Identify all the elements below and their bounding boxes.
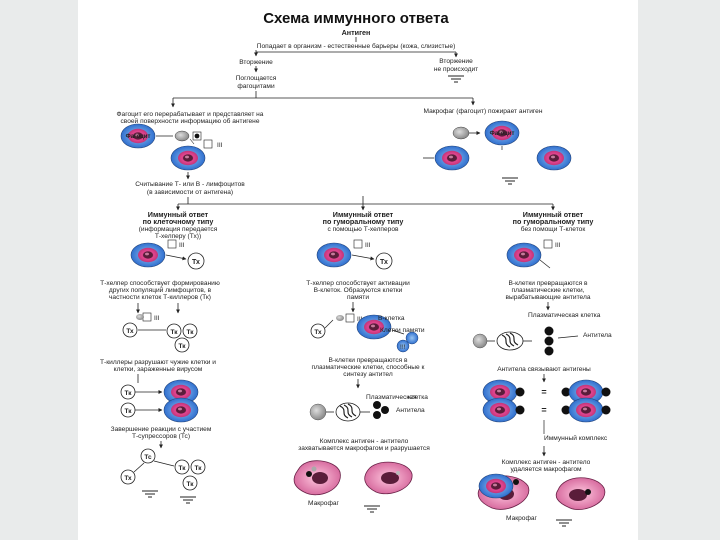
svg-text:=: = bbox=[541, 387, 546, 397]
c2-complex-2: захватывается макрофагом и разрушается bbox=[298, 445, 430, 452]
antibody-label: Антитела bbox=[396, 407, 425, 414]
col3-complex-row-1: = bbox=[482, 379, 611, 405]
tk-label-1: Тк bbox=[171, 329, 179, 336]
c2-text-3: памяти bbox=[347, 294, 369, 301]
branch2-line-3: с помощью Т-хелперов bbox=[327, 226, 399, 233]
svg-text:=: = bbox=[541, 405, 546, 415]
mhc-label-4: III bbox=[365, 242, 371, 249]
c3-complex-1: Комплекс антиген - антитело bbox=[502, 459, 591, 466]
c1-supp-2: Т-супрессоров (Тс) bbox=[132, 433, 190, 440]
tk-label-6: Тк bbox=[179, 465, 187, 472]
absorbed-text-2: фагоцитами bbox=[237, 83, 275, 90]
branch1-line-1: Иммунный ответ bbox=[148, 210, 209, 219]
c3-text-2: плазматические клетки, bbox=[512, 287, 585, 294]
c1-text-2: других популяций лимфоцитов, в bbox=[109, 286, 212, 294]
plasma-label-2: клетка bbox=[408, 394, 428, 401]
tk-label-7: Тк bbox=[195, 465, 203, 472]
recognition-text-1: Считывание Т- или В - лимфоцитов bbox=[135, 181, 245, 188]
invasion-text: Вторжение bbox=[239, 59, 273, 66]
c2-plasma-1: В-клетки превращаются в bbox=[328, 357, 408, 364]
branch2-line-1: Иммунный ответ bbox=[333, 210, 394, 219]
phagocyte-label-right: Фагоцит bbox=[490, 131, 515, 137]
tx-label-3: Тх bbox=[124, 475, 132, 482]
tk-label-3: Тк bbox=[179, 343, 187, 350]
bcell-label: В-клетка bbox=[378, 315, 405, 322]
memory-num: !!! bbox=[400, 344, 406, 351]
tk-label-4: Тк bbox=[125, 390, 133, 397]
memory-label: Клетки памяти bbox=[380, 327, 425, 334]
tx-label-5: Тх bbox=[314, 329, 322, 336]
absorbed-text-1: Поглощается bbox=[236, 75, 277, 82]
phagocyte-label-left: Фагоцит bbox=[126, 134, 151, 140]
phagocyte-cell-right-3 bbox=[536, 145, 572, 171]
col2-cell-a bbox=[316, 242, 352, 268]
branch1-line-2: по клеточному типу bbox=[143, 217, 214, 226]
tx-label-1: Тх bbox=[192, 259, 200, 266]
tx-label-4: Тх bbox=[380, 259, 388, 266]
no-invasion-text-1: Вторжение bbox=[439, 58, 473, 65]
tx-label-2: Тх bbox=[126, 328, 134, 335]
diagram-title: Схема иммунного ответа bbox=[263, 10, 449, 27]
phago-right-text: Макрофаг (фагоцит) пожирает антиген bbox=[424, 108, 543, 115]
macrophage-label-right: Макрофаг bbox=[506, 515, 538, 522]
c3-plasma-label: Плазматическая клетка bbox=[528, 312, 601, 319]
immune-complex-label: Иммунный комплекс bbox=[544, 434, 608, 442]
phagocyte-cell-right-2 bbox=[434, 145, 470, 171]
col2-macrophage-1 bbox=[293, 460, 341, 496]
branch1-line-3: (информация передается bbox=[139, 226, 218, 233]
no-invasion-text-2: не происходит bbox=[434, 66, 478, 73]
branch3-line-2: по гуморальному типу bbox=[513, 217, 594, 226]
mhc-label-1: III bbox=[217, 142, 223, 149]
col1-cell-a bbox=[130, 242, 166, 268]
c2-plasma-3: синтезу антител bbox=[343, 371, 393, 378]
branch3-line-3: без помощи Т-клеток bbox=[521, 225, 586, 233]
c2-complex-1: Комплекс антиген - антитело bbox=[320, 438, 409, 445]
col2-macrophage-2 bbox=[364, 461, 413, 495]
c1-kill-1: Т-киллеры разрушают чужие клетки и bbox=[100, 359, 216, 366]
c2-text-1: Т-хелпер способствует активации bbox=[306, 279, 410, 287]
col3-macrophage-1 bbox=[477, 473, 530, 510]
lymphocyte-cell-1 bbox=[170, 145, 206, 171]
col3-cell-a bbox=[506, 242, 542, 268]
entry-text: Попадает в организм - естественные барье… bbox=[257, 42, 456, 50]
tk-label-5: Тк bbox=[125, 408, 133, 415]
branch1-line-4: Т-хелперу (Тх)) bbox=[155, 233, 201, 240]
c2-text-2: В-клеток. Образуются клетки bbox=[314, 286, 403, 294]
macrophage-label: Макрофаг bbox=[308, 500, 340, 507]
c1-supp-1: Завершение реакции с участием bbox=[111, 426, 212, 433]
branch2-line-2: по гуморальному типу bbox=[323, 217, 404, 226]
mhc-label-2: III bbox=[179, 242, 185, 249]
c3-text-1: В-клетки превращаются в bbox=[508, 280, 588, 287]
mhc-label-3: III bbox=[154, 315, 160, 322]
tk-label-8: Тк bbox=[187, 481, 195, 488]
c1-text-3: частности клеток Т-киллеров (Тк) bbox=[109, 294, 211, 301]
immune-response-diagram: Схема иммунного ответа Антиген Попадает … bbox=[100, 10, 612, 527]
col1-target-cell-2 bbox=[163, 397, 199, 423]
c2-plasma-2: плазматические клетки, способные к bbox=[312, 363, 425, 371]
tk-label-2: Тк bbox=[187, 329, 195, 336]
c1-text-1: Т-хелпер способствует формированию bbox=[100, 279, 220, 287]
antigen-particle bbox=[174, 130, 190, 142]
c1-kill-2: клетки, зараженные вирусом bbox=[114, 366, 203, 373]
mhc-label-6: III bbox=[555, 242, 561, 249]
c3-complex-2: удаляется макрофагом bbox=[510, 466, 582, 473]
c3-antibody-label: Антитела bbox=[583, 332, 612, 339]
col3-macrophage-2 bbox=[555, 477, 606, 510]
col3-complex-row-2: = bbox=[482, 397, 611, 423]
ts-label: Тс bbox=[144, 454, 152, 461]
plasma-label: Плазматическая bbox=[366, 394, 417, 401]
c3-text-3: вырабатывающие антитела bbox=[505, 293, 590, 301]
branch3-line-1: Иммунный ответ bbox=[523, 210, 584, 219]
recognition-text-2: (в зависимости от антигена) bbox=[147, 189, 233, 196]
phago-left-text-1: Фагоцит его перерабатывает и представляе… bbox=[117, 110, 264, 118]
c3-bind-text: Антитела связывают антигены bbox=[497, 366, 591, 373]
phago-left-text-2: своей поверхности информацию об антигене bbox=[121, 117, 260, 125]
slide-page: Схема иммунного ответа Антиген Попадает … bbox=[78, 0, 638, 540]
mhc-label-5: III bbox=[357, 316, 363, 323]
antigen-label: Антиген bbox=[342, 28, 371, 37]
